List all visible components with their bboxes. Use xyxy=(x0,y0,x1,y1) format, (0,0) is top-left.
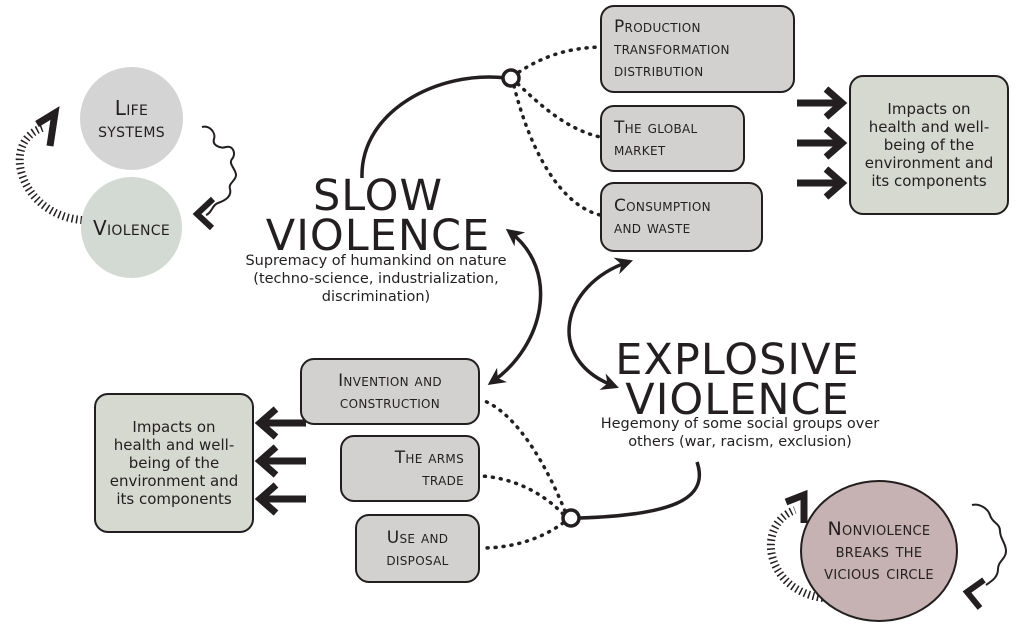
explosive-violence-subtitle: Hegemony of some social groups over othe… xyxy=(600,416,880,450)
global-market-box: The global market xyxy=(600,105,745,172)
use-disposal-label: Use and disposal xyxy=(386,527,449,570)
consumption-label: Consumption and waste xyxy=(614,196,711,238)
invention-label: Invention and construction xyxy=(338,370,442,413)
use-disposal-box: Use and disposal xyxy=(355,514,480,583)
dotted-to-consumption xyxy=(512,84,602,217)
slow-violence-subtitle: Supremacy of humankind on nature (techno… xyxy=(245,253,507,305)
impacts-box-top: Impacts on health and well- being of the… xyxy=(849,75,1009,215)
life-systems-circle: Life systems xyxy=(80,67,183,170)
nonviolence-hatched-arc xyxy=(766,506,824,602)
impacts-label-bottom: Impacts on health and well- being of the… xyxy=(109,418,239,508)
slow-to-explosive-arrow xyxy=(487,228,543,386)
bottom-junction-node xyxy=(561,508,581,528)
explosive-violence-title: EXPLOSIVE VIOLENCE xyxy=(615,335,860,425)
dotted-to-invention xyxy=(480,398,567,513)
top-impact-arrows xyxy=(797,86,848,200)
global-market-label: The global market xyxy=(614,117,698,160)
consumption-box: Consumption and waste xyxy=(600,182,763,252)
production-label: Production transformation distribution xyxy=(614,17,730,81)
life-violence-hatched-arc xyxy=(15,123,83,224)
slow-violence-title: SLOW VIOLENCE xyxy=(265,171,491,261)
life-violence-arrowhead-right xyxy=(192,196,216,231)
impacts-label-top: Impacts on health and well- being of the… xyxy=(864,100,994,190)
arms-trade-box: The arms trade xyxy=(340,435,480,502)
arms-trade-label: The arms trade xyxy=(394,447,464,490)
slow-violence-connector xyxy=(360,75,507,179)
explosive-violence-connector xyxy=(579,461,702,520)
nonviolence-circle: Nonviolence breaks the vicious circle xyxy=(800,480,958,622)
explosive-to-market-arrow xyxy=(567,257,633,390)
top-junction-node xyxy=(501,68,521,88)
dotted-to-production xyxy=(517,45,602,74)
life-violence-arrowhead-left xyxy=(35,106,60,147)
violence-label: Violence xyxy=(93,215,170,240)
life-systems-label: Life systems xyxy=(98,95,165,142)
invention-box: Invention and construction xyxy=(300,358,480,425)
life-violence-wavy-line xyxy=(201,125,238,216)
bottom-impact-arrows xyxy=(254,406,306,516)
dotted-to-arms-trade xyxy=(480,474,565,516)
impacts-box-bottom: Impacts on health and well- being of the… xyxy=(94,393,254,533)
violence-circle: Violence xyxy=(81,177,182,278)
nonviolence-label: Nonviolence breaks the vicious circle xyxy=(824,518,934,584)
nonviolence-wavy-line xyxy=(971,503,1008,586)
dotted-to-global-market xyxy=(516,82,602,139)
nonviolence-arrowhead-right xyxy=(962,577,986,610)
nonviolence-arrowhead-left xyxy=(784,489,808,523)
production-box: Production transformation distribution xyxy=(600,5,795,93)
dotted-to-use-disposal xyxy=(480,521,565,550)
